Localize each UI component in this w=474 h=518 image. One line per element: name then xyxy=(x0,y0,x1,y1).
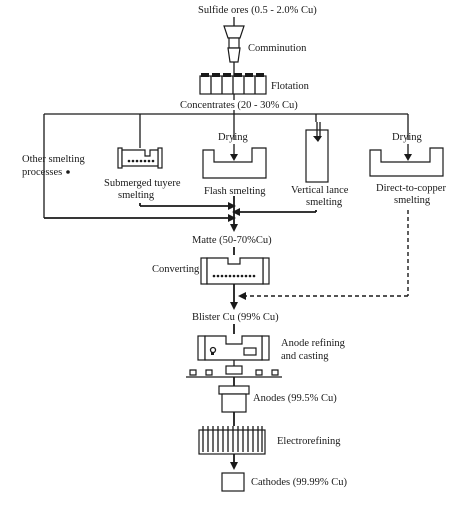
anode-refining-label-1: Anode refining xyxy=(281,338,346,349)
cathode-arrowhead-icon xyxy=(230,462,238,470)
anodes-label: Anodes (99.5% Cu) xyxy=(253,393,337,404)
flash-furnace-icon xyxy=(202,144,267,179)
matte-label: Matte (50-70%Cu) xyxy=(192,235,272,246)
comminution-label: Comminution xyxy=(248,43,307,54)
blister-label: Blister Cu (99% Cu) xyxy=(192,312,279,323)
electrorefining-tank-icon xyxy=(198,426,266,455)
anode-plate-icon xyxy=(218,385,250,413)
submerged-tuyere-label-2: smelting xyxy=(118,190,155,201)
cathodes-label: Cathodes (99.99% Cu) xyxy=(251,477,347,488)
anode-furnace-icon xyxy=(186,335,282,378)
vertical-lance-furnace-icon xyxy=(305,122,329,183)
flotation-cells-icon xyxy=(199,73,267,95)
anode-refining-label-2: and casting xyxy=(281,351,329,362)
concentrates-label: Concentrates (20 - 30% Cu) xyxy=(180,100,298,111)
matte-convergence-arrows xyxy=(44,196,317,232)
drying-label-2: Drying xyxy=(392,132,422,143)
distribution-lines xyxy=(43,110,409,218)
vertical-lance-label-2: smelting xyxy=(306,197,343,208)
submerged-tuyere-label-1: Submerged tuyere xyxy=(104,178,181,189)
cathode-plate-icon xyxy=(221,472,245,492)
bullet-dot-icon xyxy=(66,170,70,174)
other-smelting-label-2: processes xyxy=(22,167,62,178)
direct-to-copper-label-1: Direct-to-copper xyxy=(376,183,446,194)
vertical-lance-label-1: Vertical lance xyxy=(291,185,349,196)
blister-arrows xyxy=(230,210,409,310)
sulfide-ores-label: Sulfide ores (0.5 - 2.0% Cu) xyxy=(198,5,317,16)
flash-smelting-label: Flash smelting xyxy=(204,186,266,197)
submerged-tuyere-furnace-icon xyxy=(117,147,163,169)
other-smelting-label-1: Other smelting xyxy=(22,154,85,165)
flotation-label: Flotation xyxy=(271,81,310,92)
converting-label: Converting xyxy=(152,264,200,275)
direct-to-copper-label-2: smelting xyxy=(394,195,431,206)
converter-icon xyxy=(200,257,270,285)
electrorefining-label: Electrorefining xyxy=(277,436,341,447)
drying-label-1: Drying xyxy=(218,132,248,143)
comminution-crusher-icon xyxy=(223,17,245,76)
direct-to-copper-furnace-icon xyxy=(369,144,444,177)
